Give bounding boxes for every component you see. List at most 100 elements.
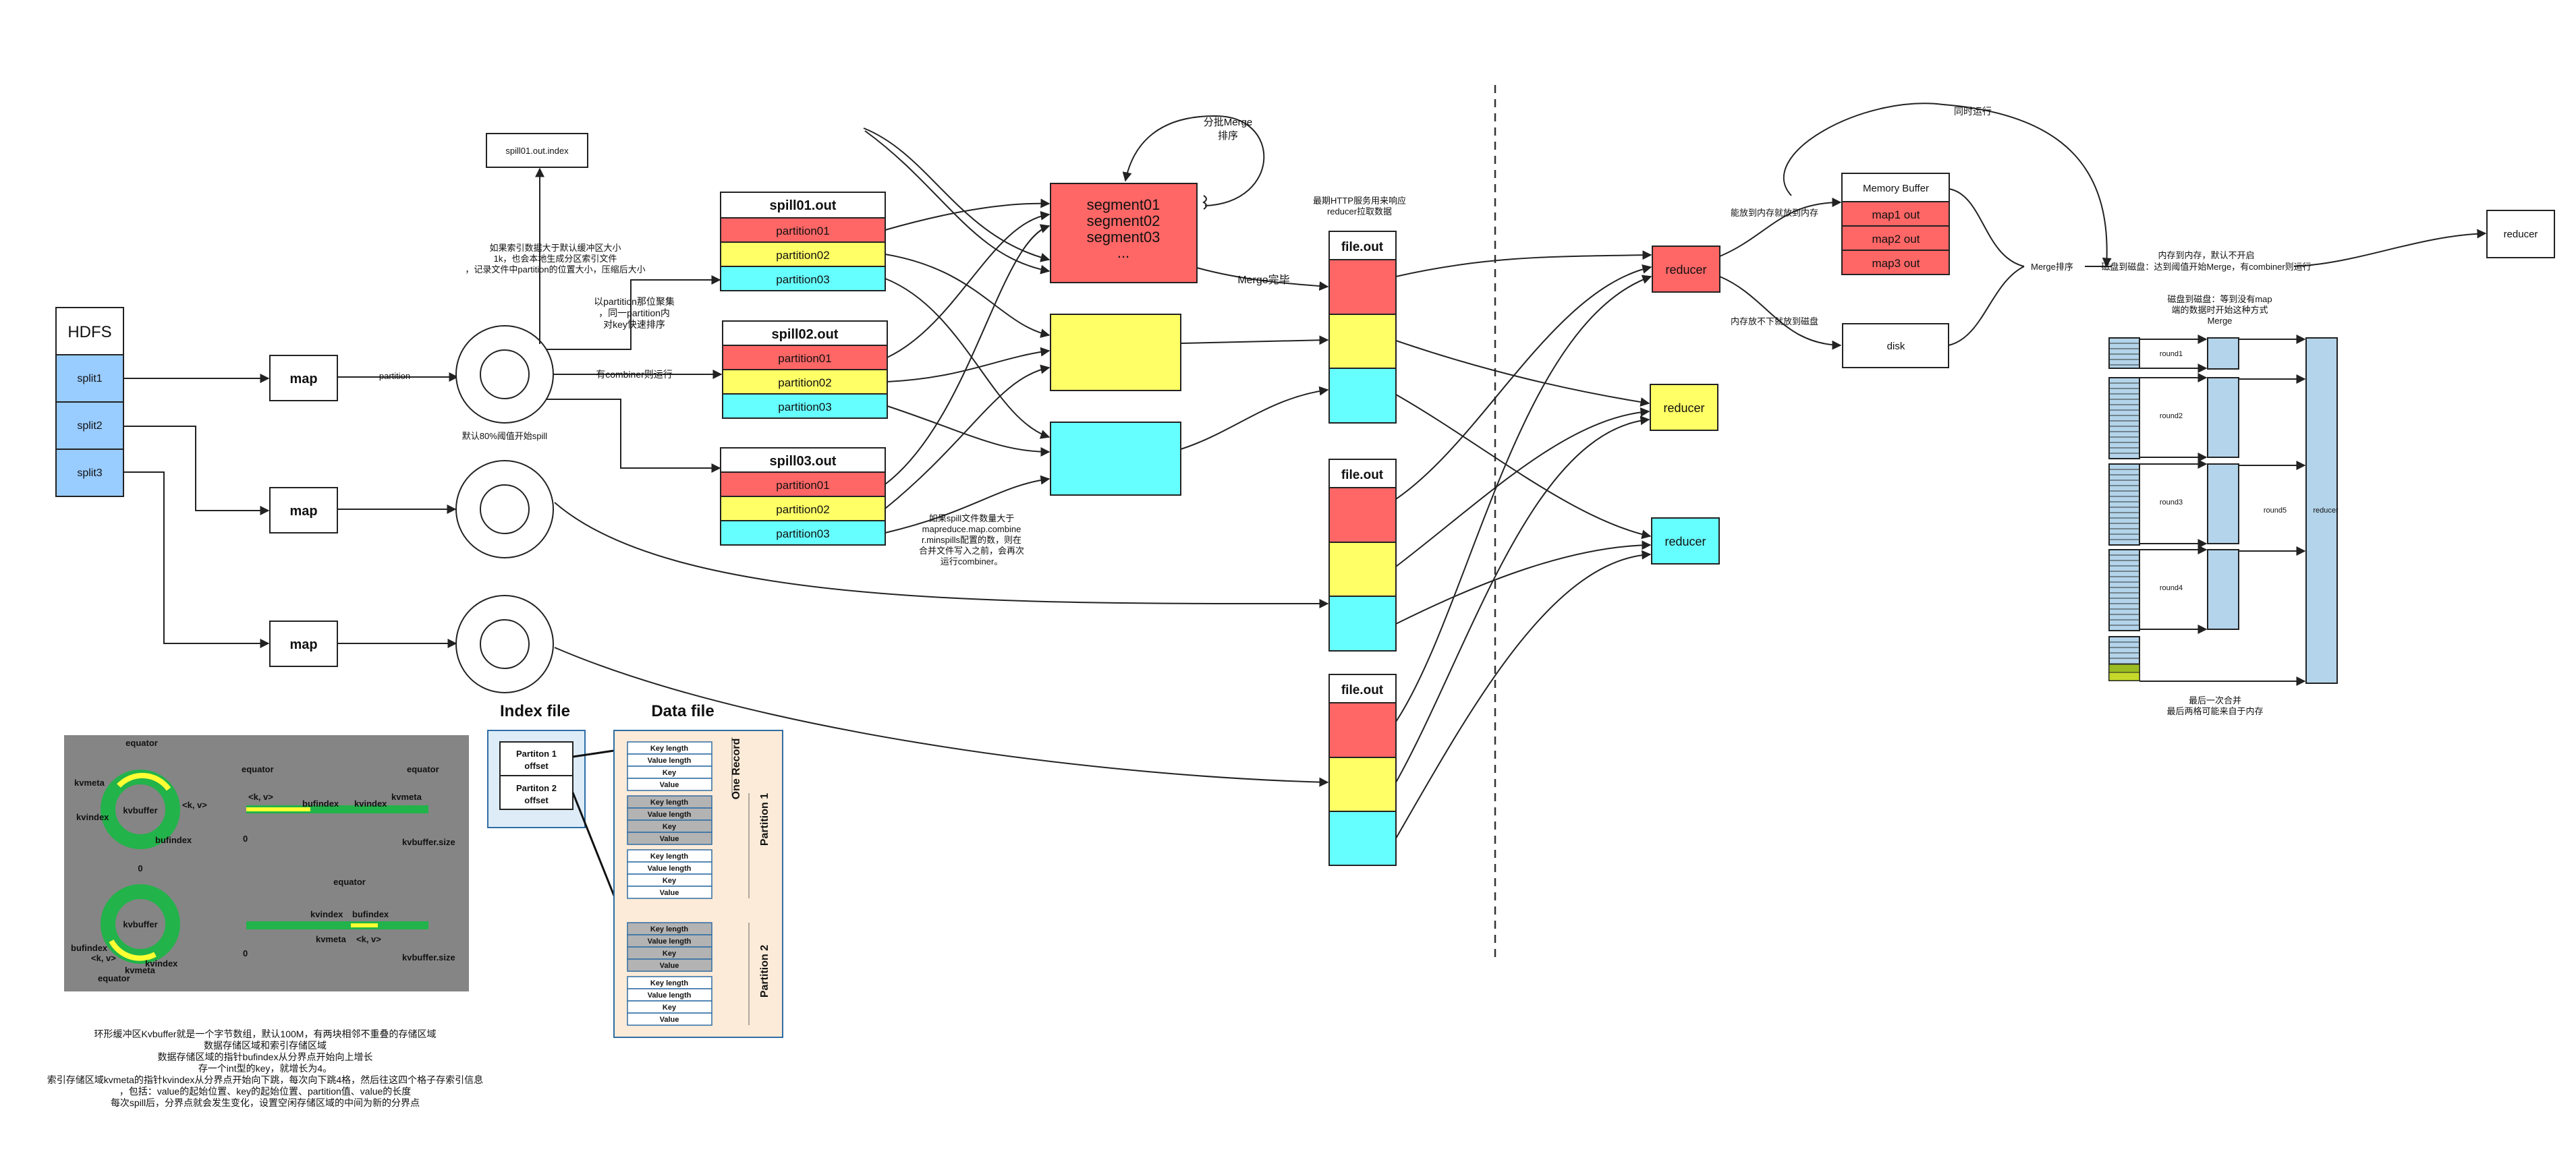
svg-text:Merge: Merge xyxy=(2208,316,2233,326)
spill02-file: spill02.out partition01 partition02 part… xyxy=(722,320,888,419)
svg-text:对key快速排序: 对key快速排序 xyxy=(603,319,665,330)
file-out-2: file.out xyxy=(1328,459,1397,652)
record-field: Value length xyxy=(627,753,712,767)
svg-text:<k, v>: <k, v> xyxy=(91,953,116,963)
svg-text:<k, v>: <k, v> xyxy=(356,934,381,944)
svg-text:Partiton 1: Partiton 1 xyxy=(516,749,557,759)
svg-text:partition01: partition01 xyxy=(776,225,829,237)
svg-text:Key: Key xyxy=(663,950,677,958)
record-field: Key xyxy=(627,946,712,960)
index-file: Index file Partiton 1 offset Partiton 2 … xyxy=(487,702,586,828)
svg-text:bufindex: bufindex xyxy=(302,799,339,809)
svg-text:环形缓冲区Kvbuffer就是一个字节数组，默认100M，有: 环形缓冲区Kvbuffer就是一个字节数组，默认100M，有两块相邻不重叠的存储… xyxy=(94,1029,437,1039)
merge-sort-label: Merge排序 xyxy=(2031,262,2073,272)
svg-text:reducer: reducer xyxy=(1665,263,1706,277)
svg-text:，记录文件中partition的位置大小，压缩后大小: ，记录文件中partition的位置大小，压缩后大小 xyxy=(465,264,645,275)
record-field: Key xyxy=(627,766,712,779)
concurrent-note: 同时运行 xyxy=(1954,106,1992,117)
record-field: Key length xyxy=(627,922,712,935)
svg-text:kvbuffer: kvbuffer xyxy=(123,805,157,815)
svg-text:reducer: reducer xyxy=(1664,535,1706,548)
svg-text:合并文件写入之前，会再次: 合并文件写入之前，会再次 xyxy=(919,546,1024,556)
svg-text:map1 out: map1 out xyxy=(1872,208,1920,221)
svg-text:file.out: file.out xyxy=(1341,240,1384,254)
svg-text:round4: round4 xyxy=(2160,584,2183,592)
merge-done-label: Merge完毕 xyxy=(1237,274,1289,286)
map-task-3: map xyxy=(269,621,338,667)
svg-text:Index file: Index file xyxy=(500,702,570,720)
svg-text:partition03: partition03 xyxy=(776,273,829,286)
svg-text:Key: Key xyxy=(663,877,677,885)
file-out-3: file.out xyxy=(1328,674,1397,866)
svg-text:kvmeta: kvmeta xyxy=(125,965,156,975)
svg-text:索引存储区域kvmeta的指针kvindex从分界点开始向下: 索引存储区域kvmeta的指针kvindex从分界点开始向下跳，每次向下跳4格，… xyxy=(47,1074,483,1085)
segment-list: segment01 segment02 segment03 ... xyxy=(1087,196,1160,261)
record-field: Key length xyxy=(627,976,712,989)
svg-text:端的数据时开始这种方式: 端的数据时开始这种方式 xyxy=(2171,305,2268,315)
split2-label: split2 xyxy=(77,420,102,432)
svg-text:Value: Value xyxy=(660,1016,679,1024)
svg-text:Value length: Value length xyxy=(648,865,692,873)
svg-text:map: map xyxy=(289,637,317,652)
ring-buffer-1 xyxy=(455,325,554,424)
sort-note: 以partition那位聚集 ，同一partition内 对key快速排序 xyxy=(594,296,675,330)
svg-text:partition03: partition03 xyxy=(778,401,831,413)
svg-text:kvindex: kvindex xyxy=(76,812,109,822)
svg-text:r.minspills配置的数，则在: r.minspills配置的数，则在 xyxy=(922,535,1021,545)
svg-text:equator: equator xyxy=(407,764,439,774)
svg-text:Key length: Key length xyxy=(650,979,689,987)
svg-text:1k，也会本地生成分区索引文件: 1k，也会本地生成分区索引文件 xyxy=(494,254,617,264)
svg-text:reducer: reducer xyxy=(2504,229,2538,240)
disk-box: disk xyxy=(1842,323,1949,368)
svg-text:kvmeta: kvmeta xyxy=(391,792,422,802)
svg-text:...: ... xyxy=(1117,244,1129,261)
svg-text:，同一partition内: ，同一partition内 xyxy=(598,308,670,318)
round-stack-last xyxy=(2108,636,2306,686)
spill-combine-note: 如果spill文件数量大于 mapreduce.map.combine r.mi… xyxy=(919,513,1024,567)
svg-text:kvindex: kvindex xyxy=(310,909,343,919)
svg-text:reducer拉取数据: reducer拉取数据 xyxy=(1327,206,1392,217)
ring-buffer-2 xyxy=(455,460,554,558)
svg-text:Value length: Value length xyxy=(648,757,692,765)
map-task-2: map xyxy=(269,487,338,533)
kvbuffer-panel: equator kvmeta kvindex kvbuffer bufindex… xyxy=(64,735,469,991)
kvbuffer-linear-2 xyxy=(246,921,428,929)
svg-text:offset: offset xyxy=(524,761,549,771)
svg-text:disk: disk xyxy=(1887,341,1905,352)
svg-text:Value length: Value length xyxy=(648,811,692,819)
svg-text:如果索引数据大于默认缓冲区大小: 如果索引数据大于默认缓冲区大小 xyxy=(489,243,621,253)
svg-text:<k, v>: <k, v> xyxy=(248,792,273,802)
svg-text:数据存储区域的指针bufindex从分界点开始向上增长: 数据存储区域的指针bufindex从分界点开始向上增长 xyxy=(158,1051,373,1062)
svg-text:0: 0 xyxy=(243,834,248,844)
file-out-1: file.out xyxy=(1328,231,1397,424)
svg-text:spill03.out: spill03.out xyxy=(770,454,837,469)
svg-text:reducer: reducer xyxy=(2313,507,2339,515)
svg-text:运行combiner。: 运行combiner。 xyxy=(941,556,1003,567)
svg-text:Value length: Value length xyxy=(648,937,692,946)
svg-text:存一个int型的key，就增长为4。: 存一个int型的key，就增长为4。 xyxy=(198,1063,332,1074)
svg-text:One Record: One Record xyxy=(731,739,742,800)
svg-text:equator: equator xyxy=(242,764,274,774)
reducer-red: reducer xyxy=(1652,246,1720,293)
record-field: Value xyxy=(627,1012,712,1026)
svg-text:如果spill文件数量大于: 如果spill文件数量大于 xyxy=(929,513,1014,523)
record-field: Key xyxy=(627,1000,712,1014)
rounds-labels: round1 round2 round3 round4 round5 xyxy=(2160,350,2287,592)
svg-text:reducer: reducer xyxy=(1663,401,1704,415)
svg-text:bufindex: bufindex xyxy=(352,909,389,919)
svg-text:Value: Value xyxy=(660,781,679,789)
svg-text:kvindex: kvindex xyxy=(354,799,387,809)
svg-text:partition01: partition01 xyxy=(778,352,831,365)
reducer-cyan: reducer xyxy=(1651,517,1720,565)
svg-text:equator: equator xyxy=(125,738,158,748)
svg-text:Partition 1: Partition 1 xyxy=(759,793,771,846)
svg-text:0: 0 xyxy=(138,863,142,873)
split3-label: split3 xyxy=(77,467,102,479)
svg-text:map: map xyxy=(289,372,317,386)
record-field: Value xyxy=(627,958,712,972)
map-task-1: map xyxy=(269,355,338,401)
record-field: Value length xyxy=(627,934,712,948)
svg-text:partition03: partition03 xyxy=(776,527,829,540)
svg-text:Value length: Value length xyxy=(648,991,692,1000)
